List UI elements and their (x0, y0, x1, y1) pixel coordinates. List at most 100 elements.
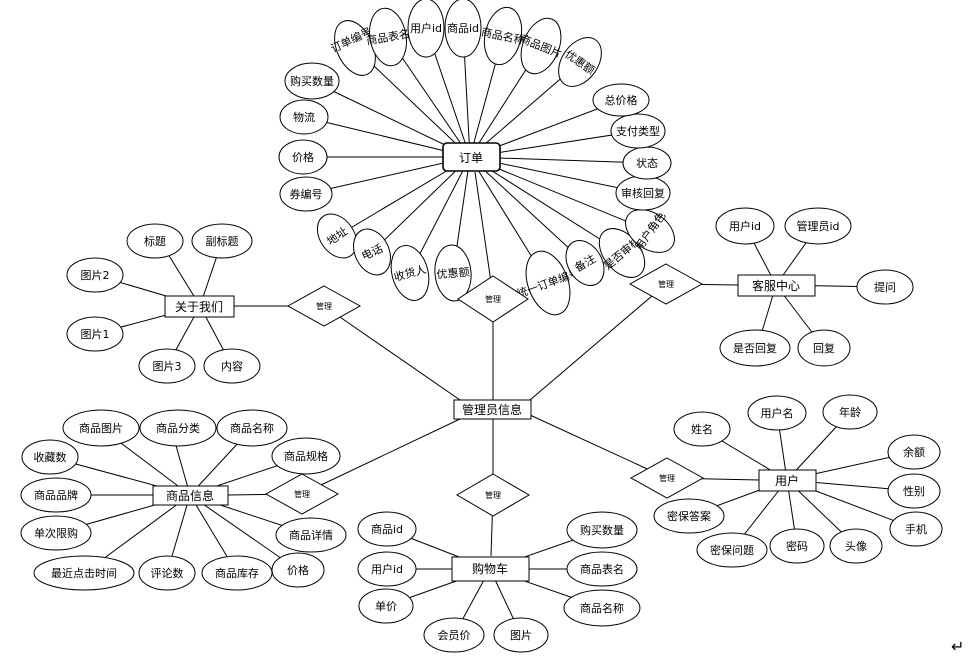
relationship-manage-user-label: 管理 (659, 473, 675, 483)
product-attr-category: 商品分类 (139, 409, 217, 447)
service-attr-reply-text: 回复 (813, 341, 835, 355)
cart-attr-product-table: 商品表名 (566, 551, 638, 587)
user-attr-age-text: 年龄 (839, 405, 861, 419)
order-attr-coupon-no-text: 券编号 (290, 187, 323, 201)
product-attr-detail: 商品详情 (275, 517, 347, 553)
user-attr-password: 密码 (769, 528, 825, 564)
about-attr-content: 内容 (203, 348, 261, 384)
order-attr-address: 地址 (316, 213, 358, 259)
product-attr-image: 商品图片 (62, 409, 140, 447)
about-attr-image3-text: 图片3 (153, 360, 182, 373)
order-attr-product-image: 商品图片 (518, 17, 564, 75)
product-attr-comments-text: 评论数 (151, 566, 184, 580)
service-attributes: 用户id 管理员id 提问 是否回复 回复 (715, 207, 914, 367)
entity-about-us-label: 关于我们 (175, 299, 223, 314)
about-attr-image2: 图片2 (66, 257, 124, 293)
product-attr-image-text: 商品图片 (79, 421, 123, 435)
order-attr-product-id-text: 商品id (447, 21, 479, 35)
order-attr-price-text: 价格 (292, 150, 314, 164)
user-attr-security-answer-text: 密保答案 (667, 509, 711, 523)
order-attr-phone: 电话 (353, 228, 391, 276)
user-attr-gender-text: 性别 (903, 484, 925, 498)
order-attr-discount-top: 优惠额 (558, 37, 602, 87)
product-attr-purchase-limit-text: 单次限购 (34, 526, 78, 540)
order-attr-coupon-no: 券编号 (279, 176, 333, 212)
paragraph-mark-icon: ↵ (951, 637, 964, 656)
product-attr-last-click: 最近点击时间 (33, 555, 135, 591)
order-attr-quantity-text: 购买数量 (290, 74, 334, 88)
cart-attr-user-id: 用户id (357, 551, 417, 587)
cart-attr-member-price-text: 会员价 (438, 629, 471, 642)
order-attr-payment-type-text: 支付类型 (616, 124, 660, 138)
order-attr-price: 价格 (278, 139, 328, 175)
about-attr-subtitle: 副标题 (191, 223, 253, 259)
order-attr-logistics: 物流 (279, 99, 329, 135)
user-attr-real-name-text: 姓名 (691, 422, 713, 436)
product-attr-favorites-text: 收藏数 (34, 450, 67, 464)
relationship-manage-service-label: 管理 (658, 279, 674, 289)
user-attr-avatar-text: 头像 (845, 540, 867, 553)
cart-attr-quantity: 购买数量 (566, 511, 638, 549)
service-attr-user-id: 用户id (715, 207, 775, 245)
order-attr-product-name: 商品名称 (480, 6, 526, 66)
product-attr-stock: 商品库存 (201, 555, 273, 591)
relationship-manage-product: 管理 (264, 473, 340, 515)
user-attributes: 姓名 用户名 年龄 余额 性别 手机 头像 密码 (653, 394, 943, 568)
user-attr-security-question-text: 密保问题 (710, 543, 754, 557)
relationship-manage-user: 管理 (629, 457, 705, 499)
user-attr-gender: 性别 (887, 473, 941, 509)
cart-attr-quantity-text: 购买数量 (580, 523, 624, 537)
about-attr-title-text: 标题 (144, 234, 166, 248)
product-attr-price: 价格 (271, 552, 325, 588)
relationship-manage-about: 管理 (286, 285, 362, 327)
relationship-manage-about-label: 管理 (316, 301, 332, 311)
order-attr-total-price: 总价格 (592, 83, 650, 117)
entity-product-info: 商品信息 (152, 485, 229, 506)
about-attr-image2-text: 图片2 (81, 269, 110, 282)
order-attr-payment-type: 支付类型 (610, 113, 666, 149)
entity-about-us: 关于我们 (164, 295, 235, 318)
product-attr-brand: 商品品牌 (20, 477, 92, 513)
user-attr-password-text: 密码 (786, 539, 808, 553)
user-attr-security-question: 密保问题 (696, 532, 768, 568)
order-attr-total-price-text: 总价格 (605, 93, 638, 107)
product-attr-comments: 评论数 (138, 555, 196, 591)
about-attr-subtitle-text: 副标题 (206, 234, 239, 248)
order-attr-status-text: 状态 (636, 156, 658, 170)
order-attr-remark: 备注 (565, 240, 605, 286)
relationship-manage-order: 管理 (457, 275, 529, 323)
relationship-manage-cart-label: 管理 (485, 490, 501, 500)
user-attr-security-answer: 密保答案 (653, 498, 725, 534)
about-attr-image1-text: 图片1 (81, 328, 110, 341)
service-attr-replied-text: 是否回复 (733, 341, 777, 355)
entity-product-info-label: 商品信息 (166, 488, 214, 503)
cart-attr-image-text: 图片 (510, 629, 532, 642)
user-attr-username-text: 用户名 (761, 406, 794, 420)
product-attr-spec: 商品规格 (271, 437, 341, 475)
product-attr-favorites: 收藏数 (21, 439, 79, 475)
entity-admin-info-label: 管理员信息 (462, 402, 522, 417)
relationship-manage-service: 管理 (628, 263, 704, 305)
about-attributes: 标题 副标题 图片2 图片1 图片3 内容 (66, 223, 261, 384)
entity-order: 订单 (442, 142, 501, 172)
cart-attr-product-table-text: 商品表名 (580, 562, 624, 576)
relationship-manage-order-label: 管理 (485, 294, 501, 304)
user-attr-balance: 余额 (887, 434, 941, 470)
order-attr-order-no: 订单编号 (328, 20, 376, 76)
service-attr-question: 提问 (856, 269, 914, 305)
entity-admin-info: 管理员信息 (453, 399, 532, 420)
product-attr-price-text: 价格 (287, 563, 309, 577)
service-attr-admin-id: 管理员id (784, 207, 852, 245)
order-attr-user-role: 用户角色 (625, 209, 675, 253)
cart-attributes: 商品id 购买数量 用户id 商品表名 单价 商品名称 会员价 图片 (357, 511, 641, 653)
relationship-manage-product-label: 管理 (294, 489, 310, 499)
relationship-manage-cart: 管理 (456, 473, 530, 517)
user-attr-avatar: 头像 (829, 528, 883, 564)
service-attr-question-text: 提问 (874, 281, 896, 294)
order-attr-product-table: 商品表名 (365, 7, 411, 67)
about-attr-content-text: 内容 (221, 359, 243, 373)
cart-attr-product-name: 商品名称 (563, 589, 641, 627)
order-attr-user-id-text: 用户id (410, 21, 442, 35)
order-attributes: 订单编号 商品表名 用户id 商品id 商品名称 商品图片 优惠额 购买数量 (278, 0, 675, 316)
